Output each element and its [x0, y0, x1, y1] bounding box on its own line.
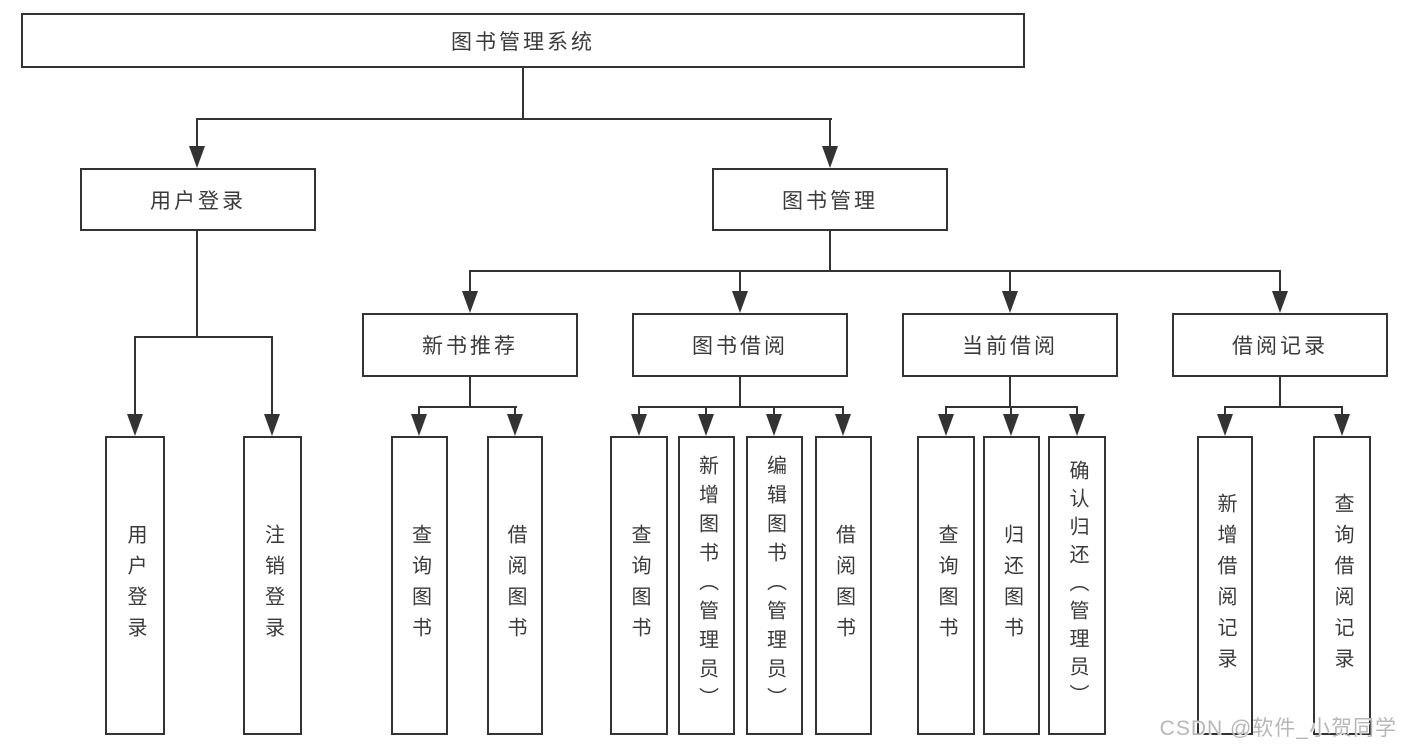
arrow-down-icon	[1003, 414, 1019, 436]
connector-drop-line	[842, 406, 844, 418]
connector-drop-line	[739, 270, 741, 292]
node-borrow-records: 借阅记录	[1172, 313, 1388, 377]
node-borrow-records-label: 借阅记录	[1232, 335, 1328, 358]
leaf-edit-books-admin-label: 编辑图书（管理员）	[763, 455, 786, 716]
node-root-label: 图书管理系统	[451, 30, 595, 54]
connector-root-branch	[196, 118, 832, 120]
leaf-return-books: 归还图书	[983, 436, 1040, 735]
arrow-down-icon	[462, 291, 478, 313]
node-current-borrow: 当前借阅	[902, 313, 1118, 377]
connector-drop-line	[773, 406, 775, 418]
node-user-login-label: 用户登录	[150, 189, 246, 213]
node-book-mgmt: 图书管理	[712, 168, 948, 231]
leaf-query-borrow-record-label: 查询借阅记录	[1331, 492, 1353, 679]
leaf-borrow-books-2: 借阅图书	[815, 436, 872, 735]
node-user-login: 用户登录	[80, 168, 316, 231]
connector-drop-line	[469, 270, 471, 292]
leaf-query-borrow-record: 查询借阅记录	[1313, 436, 1371, 735]
node-current-borrow-label: 当前借阅	[962, 335, 1058, 358]
connector-mgmt-stub	[829, 231, 831, 270]
connector-mgmt-branch	[469, 270, 1281, 272]
connector-borrow-stub	[739, 377, 741, 407]
leaf-user-login-label: 用户登录	[124, 523, 146, 648]
arrow-down-icon	[411, 414, 427, 436]
leaf-query-books-3-label: 查询图书	[935, 523, 957, 648]
leaf-borrow-books-1-label: 借阅图书	[504, 523, 526, 648]
arrow-down-icon	[938, 414, 954, 436]
node-new-books-label: 新书推荐	[422, 335, 518, 358]
connector-login-stub	[196, 231, 198, 336]
arrow-down-icon	[732, 291, 748, 313]
connector-records-branch	[1224, 406, 1343, 408]
leaf-edit-books-admin: 编辑图书（管理员）	[746, 436, 803, 735]
connector-login-branch	[134, 336, 273, 338]
leaf-query-books-2: 查询图书	[610, 436, 668, 735]
arrow-down-icon	[1334, 414, 1350, 436]
leaf-query-books-2-label: 查询图书	[628, 523, 650, 648]
leaf-user-login: 用户登录	[105, 436, 165, 735]
leaf-borrow-books-1: 借阅图书	[487, 436, 543, 735]
arrow-down-icon	[1069, 414, 1085, 436]
leaf-add-borrow-record-label: 新增借阅记录	[1214, 492, 1236, 679]
node-book-mgmt-label: 图书管理	[782, 189, 878, 213]
node-new-books: 新书推荐	[362, 313, 578, 377]
connector-drop-line	[134, 336, 136, 418]
connector-drop-line	[829, 118, 831, 152]
arrow-down-icon	[631, 414, 647, 436]
connector-drop-line	[1076, 406, 1078, 418]
connector-drop-line	[705, 406, 707, 418]
connector-records-stub	[1279, 377, 1281, 407]
connector-drop-line	[638, 406, 640, 418]
connector-drop-line	[1010, 406, 1012, 418]
connector-drop-line	[1224, 406, 1226, 418]
node-book-borrow-label: 图书借阅	[692, 335, 788, 358]
connector-drop-line	[1341, 406, 1343, 418]
connector-drop-line	[418, 406, 420, 418]
connector-drop-line	[945, 406, 947, 418]
arrow-down-icon	[698, 414, 714, 436]
leaf-query-books-1: 查询图书	[391, 436, 448, 735]
arrow-down-icon	[766, 414, 782, 436]
node-book-borrow: 图书借阅	[632, 313, 848, 377]
leaf-return-books-label: 归还图书	[1000, 523, 1023, 648]
arrow-down-icon	[822, 146, 838, 168]
connector-drop-line	[196, 118, 198, 152]
leaf-logout-label: 注销登录	[261, 523, 284, 648]
connector-drop-line	[1279, 270, 1281, 292]
leaf-borrow-books-2-label: 借阅图书	[832, 523, 855, 648]
connector-newbooks-branch	[418, 406, 517, 408]
arrow-down-icon	[1217, 414, 1233, 436]
arrow-down-icon	[507, 414, 523, 436]
leaf-query-books-1-label: 查询图书	[408, 523, 431, 648]
arrow-down-icon	[264, 414, 280, 436]
connector-newbooks-stub	[469, 377, 471, 407]
leaf-confirm-return-admin: 确认归还（管理员）	[1048, 436, 1106, 735]
connector-current-stub	[1009, 377, 1011, 407]
node-root: 图书管理系统	[21, 13, 1025, 68]
arrow-down-icon	[189, 146, 205, 168]
connector-root-stub	[522, 68, 524, 118]
arrow-down-icon	[127, 414, 143, 436]
leaf-add-books-admin: 新增图书（管理员）	[678, 436, 735, 735]
leaf-add-borrow-record: 新增借阅记录	[1197, 436, 1253, 735]
connector-drop-line	[271, 336, 273, 418]
connector-drop-line	[514, 406, 516, 418]
arrow-down-icon	[1272, 291, 1288, 313]
connector-borrow-branch	[638, 406, 844, 408]
watermark: CSDN @软件_小贺同学	[1159, 717, 1397, 740]
leaf-logout: 注销登录	[243, 436, 302, 735]
arrow-down-icon	[1002, 291, 1018, 313]
connector-drop-line	[1009, 270, 1011, 292]
arrow-down-icon	[835, 414, 851, 436]
leaf-query-books-3: 查询图书	[917, 436, 975, 735]
leaf-confirm-return-admin-label: 确认归还（管理员）	[1066, 459, 1088, 712]
leaf-add-books-admin-label: 新增图书（管理员）	[695, 455, 718, 716]
